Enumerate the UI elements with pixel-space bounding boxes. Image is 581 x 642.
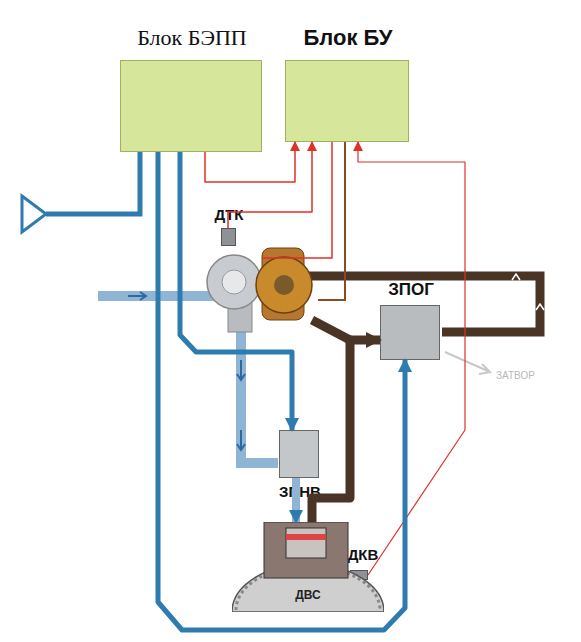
flow-arrow xyxy=(128,292,146,300)
exhaust-pipe xyxy=(312,340,380,522)
sensor-symbol: ДТК xyxy=(221,228,236,246)
turbine-wheel xyxy=(274,275,294,295)
node-label: ДТК xyxy=(204,206,254,223)
valve-box: ЗПНВ xyxy=(279,430,319,478)
node-label: ДВС xyxy=(232,588,384,602)
compressor-wheel xyxy=(222,270,246,294)
air-line xyxy=(158,152,405,630)
turbine-housing xyxy=(256,257,312,313)
signal-wire xyxy=(358,142,465,575)
node-label: ЗПОГ xyxy=(379,280,443,300)
air-line xyxy=(46,152,140,214)
pointer-arrow xyxy=(445,352,490,374)
antenna-symbol xyxy=(22,196,46,232)
flow-arrow xyxy=(237,360,245,450)
air-line xyxy=(180,152,292,430)
control-unit-box: Блок БУ xyxy=(285,60,409,142)
signal-wire xyxy=(262,142,332,258)
compressor-housing xyxy=(207,255,261,309)
node-label: Блок БЭПП xyxy=(99,25,285,51)
exhaust-pipe xyxy=(312,320,350,340)
valve-box: ЗПОГ xyxy=(380,305,440,360)
flow-arrow xyxy=(512,274,544,310)
node-label: ЗПНВ xyxy=(266,483,334,500)
control-unit-box: Блок БЭПП xyxy=(120,60,262,152)
faint-label: ЗАТВОР xyxy=(496,370,535,381)
node-label: Блок БУ xyxy=(276,25,420,51)
charge-air-pipe xyxy=(241,330,278,463)
intake-pipe xyxy=(98,291,218,301)
engine-block: ДВС xyxy=(232,522,384,612)
